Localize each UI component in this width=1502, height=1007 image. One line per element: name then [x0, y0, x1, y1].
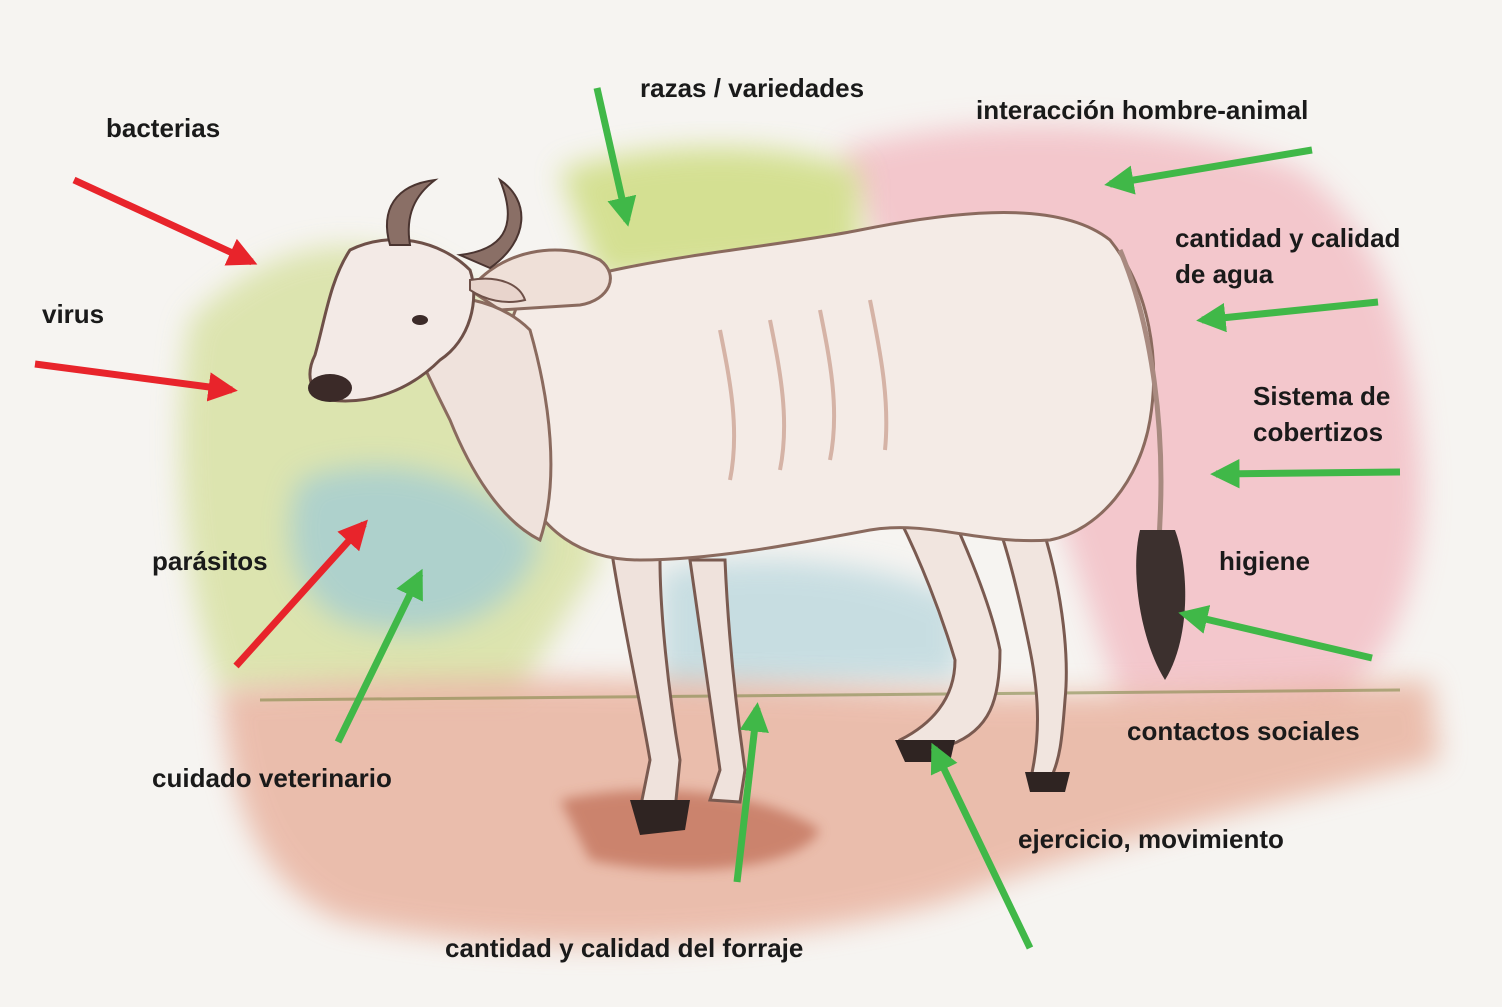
label-agua-line-1: cantidad y calidad [1175, 223, 1401, 253]
label-cantidad-calidad-forraje: cantidad y calidad del forraje [445, 933, 804, 963]
negative-factor-arrows [34, 176, 368, 669]
arrow-agua [1196, 298, 1379, 333]
arrow-veterinario [334, 568, 424, 744]
arrow-interaccion [1104, 146, 1313, 195]
label-bacterias: bacterias [106, 113, 221, 143]
arrow-bacterias [72, 176, 258, 266]
arrow-cobertizos [1210, 459, 1401, 489]
arrow-razas [593, 87, 637, 227]
arrow-ejercicio [930, 742, 1034, 950]
label-virus: virus [42, 299, 105, 329]
label-contactos-sociales: contactos sociales [1127, 716, 1360, 746]
label-razas-variedades: razas / variedades [640, 73, 865, 103]
label-higiene: higiene [1219, 546, 1311, 576]
label-cantidad-calidad-agua: cantidad y calidad de agua [1175, 220, 1400, 292]
label-interaccion-hombre-animal: interacción hombre-animal [976, 95, 1309, 125]
arrow-higiene [1178, 605, 1373, 662]
label-ejercicio-movimiento: ejercicio, movimiento [1018, 824, 1284, 854]
label-parasitos: parásitos [152, 546, 268, 576]
label-cuidado-veterinario: cuidado veterinario [152, 763, 392, 793]
arrow-virus [34, 360, 238, 402]
arrow-forraje [733, 702, 769, 883]
arrow-parasitos [233, 519, 368, 669]
label-cobertizos-line-1: Sistema de [1253, 381, 1391, 411]
zebu-cow-watercolor-icon [308, 177, 1186, 835]
positive-factor-arrows [334, 87, 1401, 950]
label-sistema-cobertizos: Sistema de cobertizos [1253, 378, 1390, 450]
background-wash [180, 125, 1440, 945]
label-agua-line-2: de agua [1175, 259, 1274, 289]
label-cobertizos-line-2: cobertizos [1253, 417, 1384, 447]
